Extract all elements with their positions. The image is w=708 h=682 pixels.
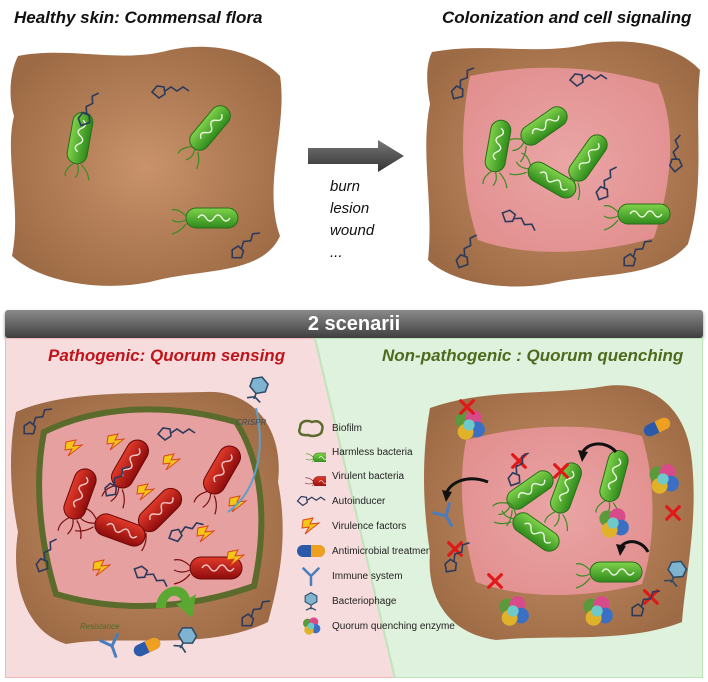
scenarios-banner: 2 scenarii (5, 310, 703, 338)
enzyme-icon (303, 617, 321, 635)
legend-row: Virulence factors (296, 514, 496, 538)
legend-row: Harmless bacteria (296, 440, 496, 464)
injury-item: burn (330, 178, 361, 195)
bacteriophage (245, 373, 271, 404)
harmless-bacteria-icon (305, 452, 326, 462)
legend-label: Biofilm (332, 422, 363, 434)
legend-label: Bacteriophage (332, 595, 397, 607)
transition-arrow (308, 140, 404, 172)
injury-item: ... (330, 244, 343, 261)
legend-row: Antimicrobial treatment (296, 539, 496, 563)
autoinducer-icon (296, 495, 326, 507)
quorum-quenching-enzyme (455, 410, 485, 440)
virulent-bacteria-icon (304, 476, 326, 486)
legend-label: Autoinducer (332, 495, 386, 507)
legend-row: Virulent bacteria (296, 464, 496, 488)
legend-label: Virulent bacteria (332, 470, 405, 482)
crispr-label: CRISPR (236, 418, 267, 427)
legend-label: Harmless bacteria (332, 446, 413, 458)
virulence-factor-icon (301, 517, 320, 535)
healthy-skin-illustration (10, 46, 282, 286)
quorum-quenching-illustration (424, 385, 694, 640)
quorum-quenching-enzyme (599, 508, 629, 538)
colonization-illustration (426, 41, 700, 287)
quorum-quenching-enzyme (649, 464, 679, 494)
bacteriophage-icon (304, 592, 318, 611)
legend-row: Bacteriophage (296, 589, 496, 613)
legend-label: Quorum quenching enzyme (332, 620, 455, 632)
antibody-icon (302, 567, 320, 586)
injury-item: wound (330, 222, 375, 239)
injury-list: burn lesion wound ... (330, 176, 374, 264)
quorum-sensing-illustration (11, 373, 283, 661)
colonization-title: Colonization and cell signaling (442, 8, 692, 27)
legend-row: Biofilm (296, 416, 496, 440)
legend-row: Quorum quenching enzyme (296, 614, 496, 638)
pathogenic-title: Pathogenic: Quorum sensing (48, 346, 286, 365)
legend-label: Virulence factors (332, 520, 407, 532)
resistance-label: Resistance (80, 622, 120, 631)
resistance-arrow (156, 586, 196, 618)
crispr-injection-line (227, 407, 261, 513)
lesion-area (463, 67, 671, 252)
antimicrobial-pill-icon (297, 545, 325, 557)
skin-patch (10, 46, 282, 286)
biofilm-icon (298, 419, 324, 438)
legend-label: Antimicrobial treatment (332, 545, 435, 557)
injury-item: lesion (330, 200, 370, 217)
legend-label: Immune system (332, 570, 403, 582)
healthy-skin-title: Healthy skin: Commensal flora (14, 8, 263, 27)
quorum-quenching-enzyme (583, 596, 613, 626)
legend-row: Autoinducer (296, 489, 496, 513)
quorum-quenching-enzyme (499, 596, 529, 626)
banner-label: 2 scenarii (307, 313, 401, 335)
non-pathogenic-title: Non-pathogenic : Quorum quenching (382, 346, 684, 365)
legend-row: Immune system (296, 564, 496, 588)
